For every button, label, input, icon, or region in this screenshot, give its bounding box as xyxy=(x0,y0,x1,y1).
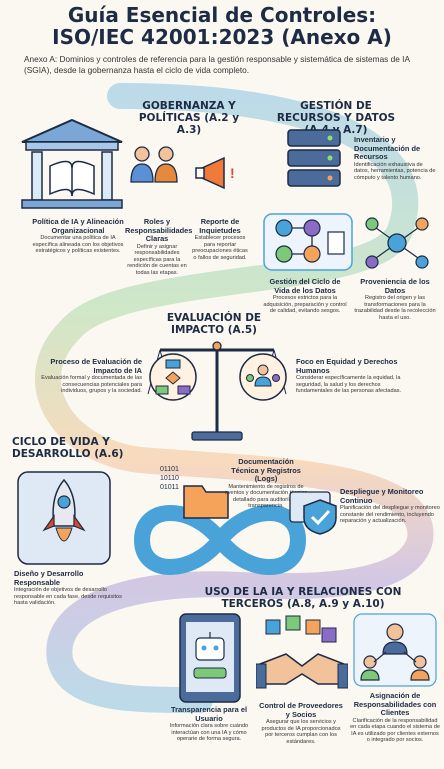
section-title-gobernanza: GOBERNANZA Y POLÍTICAS (A.2 y A.3) xyxy=(138,100,240,136)
people-circle-icon xyxy=(239,353,287,401)
svg-text:!: ! xyxy=(230,165,235,181)
item-control-proveedores: Control de Proveedores y Socios Asegurar… xyxy=(259,701,343,745)
megaphone-icon: ! xyxy=(195,156,235,190)
network-icon xyxy=(365,217,429,269)
rocket-icon xyxy=(17,471,111,565)
section-title-evaluacion: EVALUACIÓN DE IMPACTO (A.5) xyxy=(166,312,262,336)
infinity-loop-icon xyxy=(133,505,307,575)
folder-binary-icon: 01101 10110 01011 xyxy=(160,466,229,519)
flowchart-icon xyxy=(149,353,197,401)
section-title-uso: USO DE LA IA Y RELACIONES CON TERCEROS (… xyxy=(204,586,402,610)
people-roles-icon xyxy=(130,146,178,183)
item-politica-ia: Política de IA y Alineación Organizacion… xyxy=(32,217,124,255)
data-flow-icon xyxy=(263,213,353,271)
item-transparencia-usuario: Transparencia para el Usuario Informació… xyxy=(169,705,249,743)
shield-check-icon xyxy=(289,491,337,535)
item-reporte-inquietudes: Reporte de Inquietudes Establecer proces… xyxy=(192,217,248,261)
item-proveniencia-datos: Proveniencia de los Datos Registro del o… xyxy=(354,277,436,321)
item-asignacion-clientes: Asignación de Responsabilidades con Clie… xyxy=(350,691,440,744)
tablet-robot-icon xyxy=(179,613,241,703)
section-title-ciclo: CICLO DE VIDA Y DESARROLLO (A.6) xyxy=(12,436,124,460)
page-title: Guía Esencial de Controles: ISO/IEC 4200… xyxy=(52,3,392,49)
item-evaluacion-impacto: Proceso de Evaluación de Impacto de IA E… xyxy=(41,357,142,395)
item-diseno-desarrollo: Diseño y Desarrollo Responsable Integrac… xyxy=(14,569,122,607)
server-icon xyxy=(287,129,341,187)
item-equidad-derechos: Foco en Equidad y Derechos Humanos Consi… xyxy=(296,357,402,395)
item-roles-responsabilidades: Roles y Responsabilidades Claras Definir… xyxy=(125,217,193,276)
handshake-icon xyxy=(256,615,348,689)
binary-text: 01101 10110 01011 xyxy=(160,466,179,491)
svg-text:01011: 01011 xyxy=(160,484,179,491)
item-ciclo-datos: Gestión del Ciclo de Vida de los Datos P… xyxy=(263,277,347,315)
book-temple-icon xyxy=(21,118,123,209)
svg-text:01101: 01101 xyxy=(160,466,179,473)
item-despliegue-monitoreo: Despliegue y Monitoreo Continuo Planific… xyxy=(340,487,440,525)
people-connected-icon xyxy=(353,613,437,687)
item-documentacion-registros: Documentación Técnica y Registros (Logs)… xyxy=(224,457,308,510)
page-subtitle: Anexo A: Dominios y controles de referen… xyxy=(24,54,410,75)
item-inventario-recursos: Inventario y Documentación de Recursos I… xyxy=(354,135,436,181)
svg-text:10110: 10110 xyxy=(160,475,179,482)
